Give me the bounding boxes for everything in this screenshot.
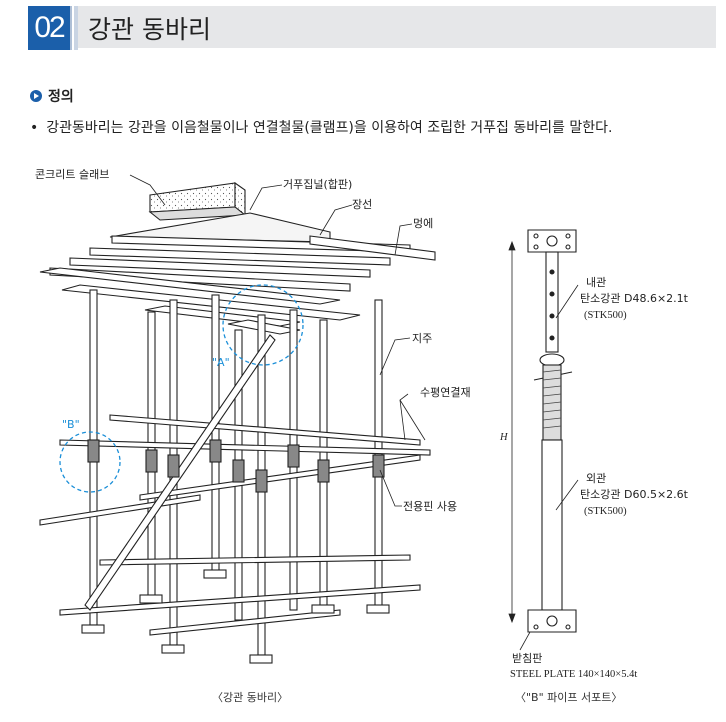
- inner-tube-spec: 탄소강관 D48.6×2.1t: [580, 292, 689, 305]
- horizontal-ties-drawing: [39, 414, 431, 636]
- label-mark-b: "B": [62, 418, 80, 431]
- label-beam: 멍에: [413, 217, 433, 230]
- detail-a-circle: [222, 284, 304, 366]
- outer-tube-name: 외관: [586, 472, 606, 485]
- base-plates-drawing: [81, 569, 390, 664]
- inner-tube-drawing: [545, 251, 559, 353]
- shoring-system-illustration: [39, 181, 436, 664]
- label-horizontal-tie: 수평연결재: [420, 386, 471, 399]
- header-bar: [28, 6, 716, 48]
- leader-lines: [129, 174, 426, 507]
- label-post: 지주: [412, 332, 432, 345]
- inner-tube-holes: [549, 269, 555, 341]
- thread-lines: [542, 369, 562, 429]
- pipe-support-illustration: [527, 229, 577, 633]
- outer-tube-grade: (STK500): [584, 506, 627, 517]
- diagram-area: 콘크리트 슬래브 거푸집널(합판) 장선 멍에 지주 수평연결재 전용핀 사용 …: [35, 168, 689, 704]
- outer-tube-drawing: [541, 439, 563, 611]
- concrete-slab-drawing: [148, 181, 247, 221]
- base-plate-name: 받침판: [512, 652, 542, 665]
- collar-drawing: [539, 353, 565, 367]
- section-number-badge: 02: [28, 6, 78, 50]
- inner-tube-name: 내관: [586, 276, 606, 289]
- beam-bars-drawing: [39, 235, 436, 335]
- section-heading: 정의: [30, 86, 74, 106]
- diagonal-brace-drawing: [84, 334, 276, 611]
- inner-tube-grade: (STK500): [584, 310, 627, 321]
- base-plate-drawing: [527, 609, 577, 633]
- arrow-circle-icon: [30, 90, 42, 102]
- left-figure-caption: 〈강관 동바리〉: [212, 691, 288, 704]
- definition-text: 강관동바리는 강관을 이음철물이나 연결철물(클램프)을 이용하여 조립한 거푸…: [46, 120, 613, 136]
- label-formwork: 거푸집널(합판): [283, 178, 352, 191]
- detail-b-circle: [59, 431, 121, 493]
- top-plate-drawing: [527, 229, 577, 253]
- section-title: 정의: [48, 89, 74, 105]
- label-concrete-slab: 콘크리트 슬래브: [35, 168, 109, 181]
- bullet-mark: •: [30, 120, 39, 136]
- page-title: 강관 동바리: [88, 15, 211, 44]
- right-leaders: [519, 284, 579, 651]
- outer-tube-spec: 탄소강관 D60.5×2.6t: [580, 488, 689, 501]
- definition-paragraph: • 강관동바리는 강관을 이음철물이나 연결철물(클램프)을 이용하여 조립한 거…: [30, 117, 612, 137]
- label-joist: 장선: [352, 198, 372, 211]
- label-pin: 전용핀 사용: [403, 500, 457, 513]
- base-plate-spec: STEEL PLATE 140×140×5.4t: [510, 669, 637, 680]
- right-figure-caption: 〈"B" 파이프 서포트〉: [515, 691, 622, 704]
- height-label: H: [499, 432, 509, 443]
- couplers-drawing: [87, 439, 385, 493]
- height-dimension: [508, 240, 516, 624]
- label-mark-a: "A": [212, 356, 230, 369]
